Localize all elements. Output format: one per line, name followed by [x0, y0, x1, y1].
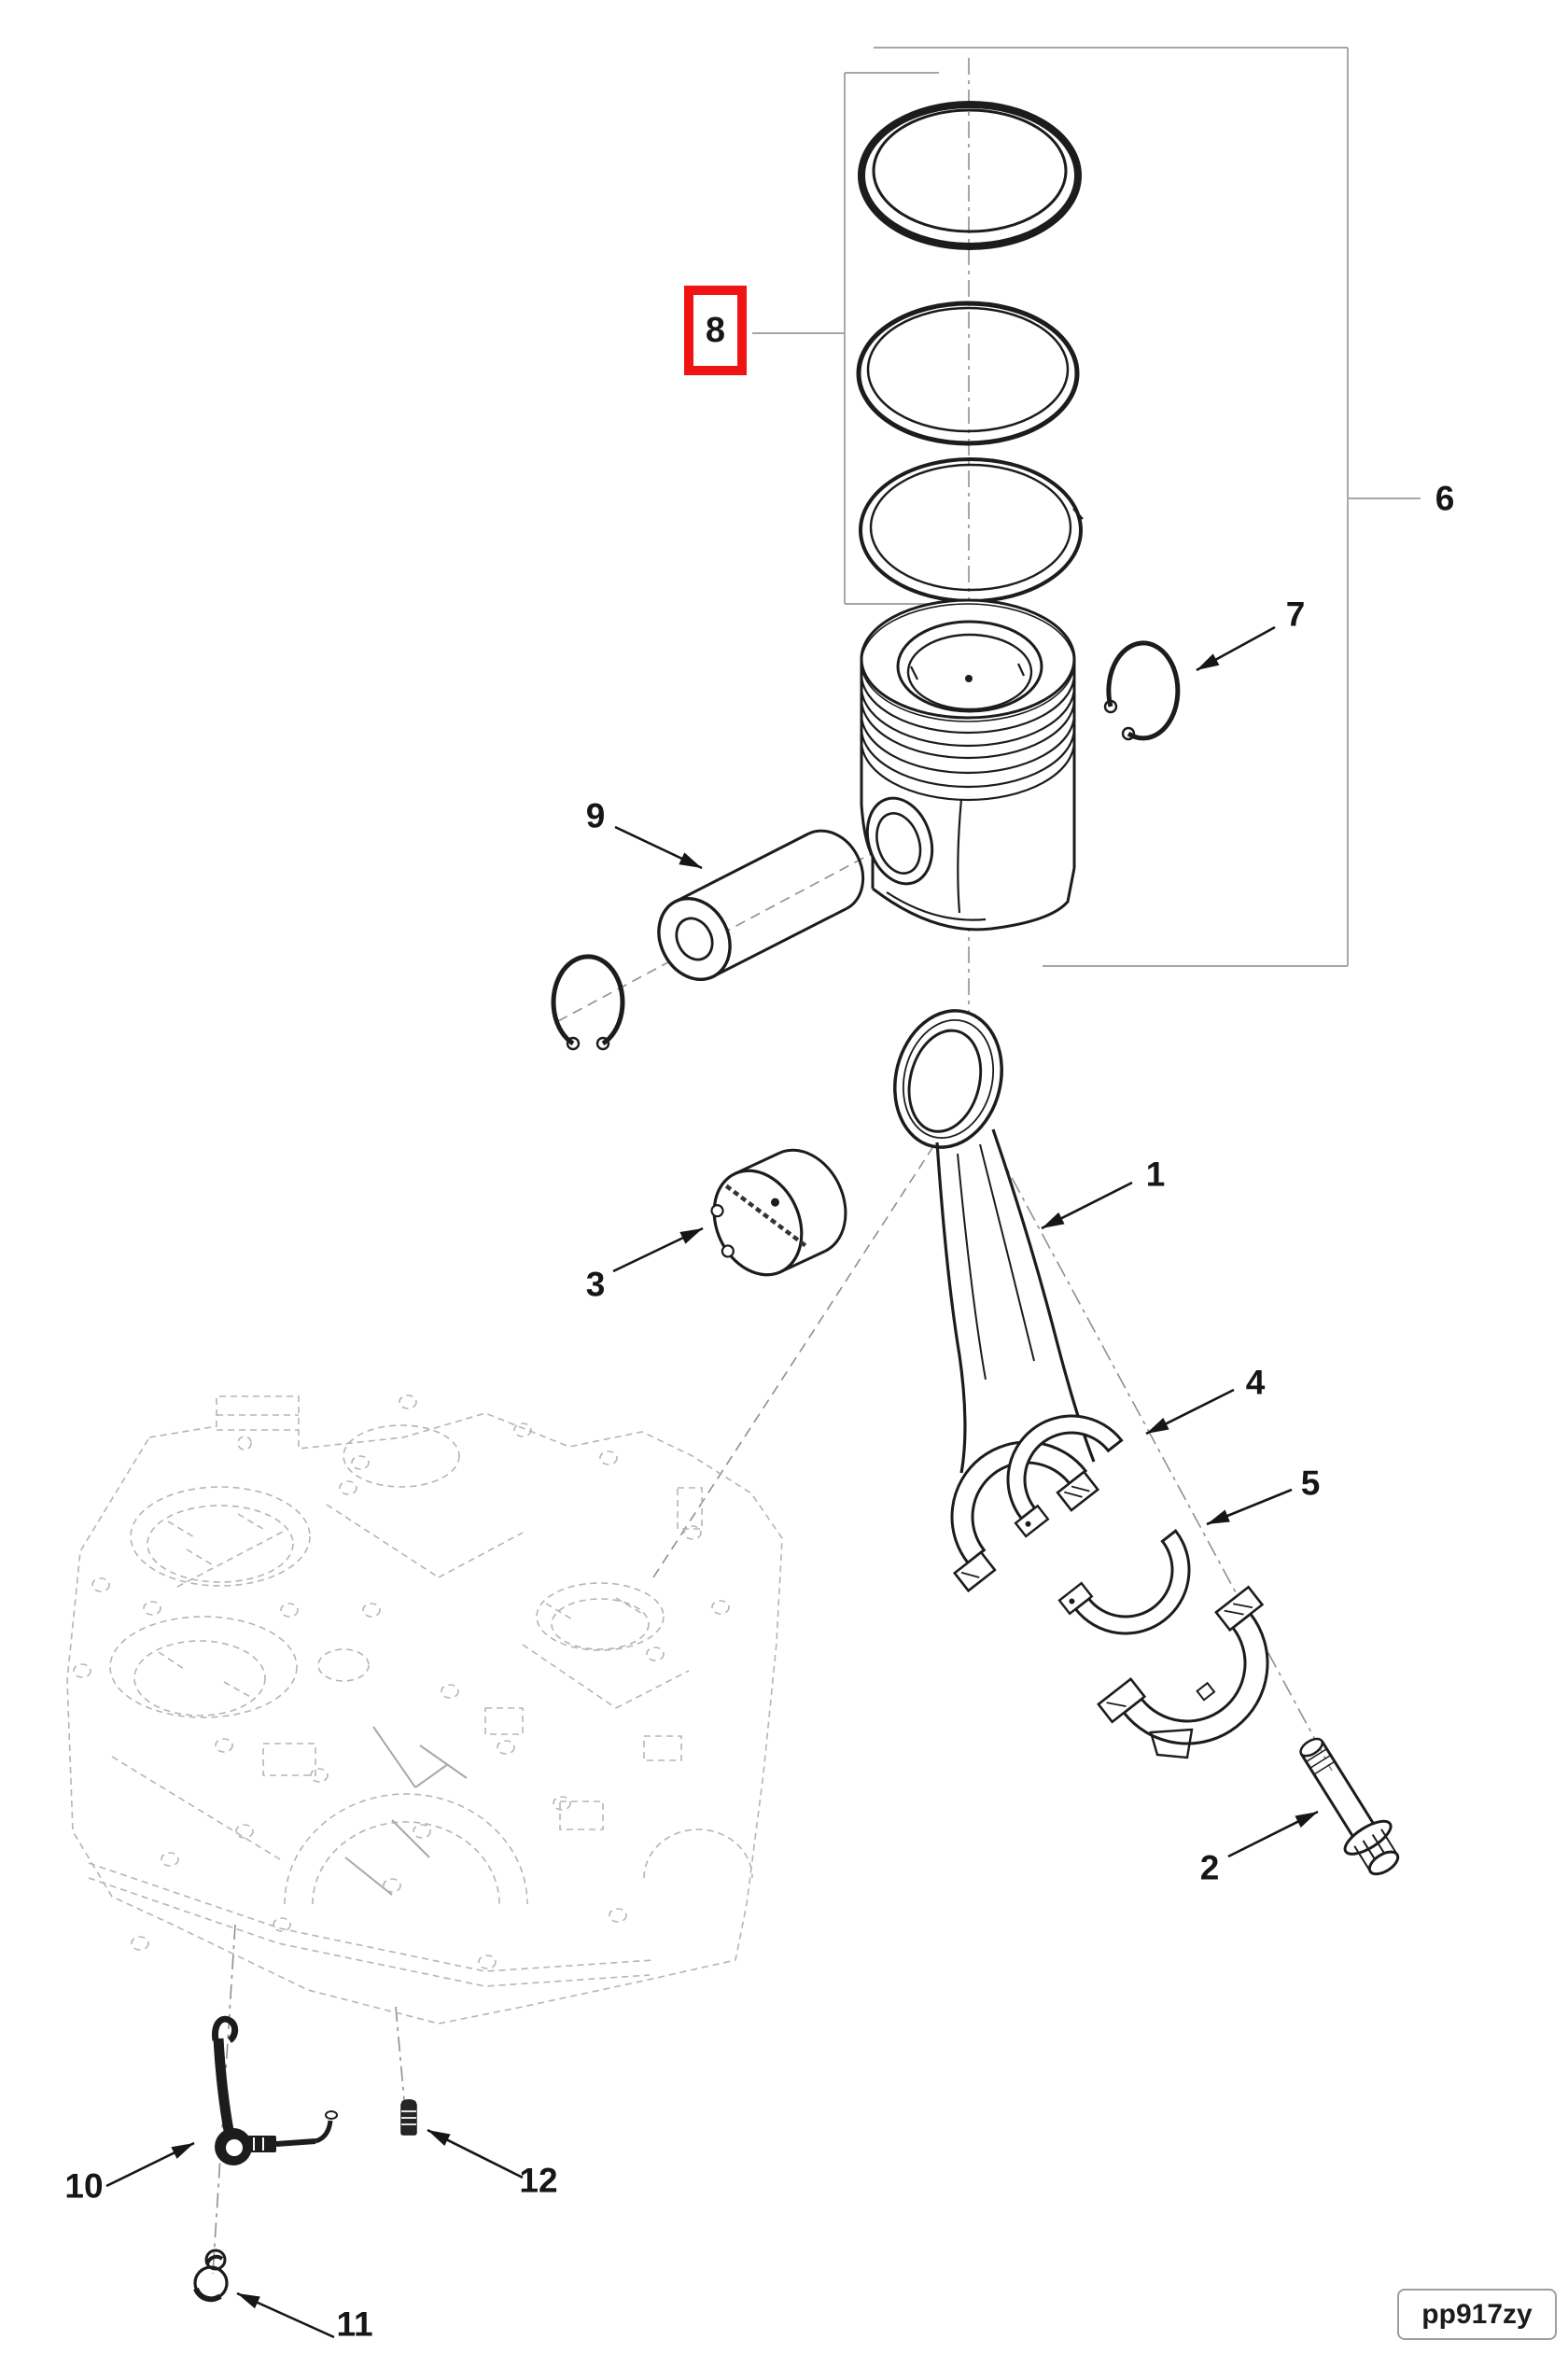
piston-pin: [657, 829, 865, 981]
callout-4[interactable]: 4: [1245, 1363, 1266, 1402]
callout-12[interactable]: 12: [519, 2161, 558, 2200]
callout-3-arrow: [612, 1226, 704, 1273]
callout-1[interactable]: 1: [1145, 1155, 1166, 1194]
top-compression-ring: [858, 101, 1082, 250]
callout-1-arrow: [1041, 1181, 1133, 1230]
callout-10-arrow: [105, 2141, 195, 2188]
retaining-ring-lower: [551, 954, 625, 1051]
connecting-rod: [893, 1009, 1100, 1593]
pin-bore-boss: [865, 796, 934, 886]
callout-6[interactable]: 6: [1435, 479, 1455, 518]
rod-cap-boss: [1149, 1728, 1194, 1759]
callout-2[interactable]: 2: [1199, 1848, 1220, 1887]
callout-12-arrow: [427, 2128, 524, 2179]
callout-5-arrow: [1206, 1488, 1293, 1526]
callout-11[interactable]: 11: [336, 2305, 373, 2344]
retaining-ring-upper: [1103, 640, 1181, 741]
bearing-shell-upper: [1006, 1414, 1124, 1538]
piston: [860, 598, 1076, 932]
oil-control-ring: [859, 457, 1084, 603]
block-front-details: [344, 1726, 468, 1896]
drawing-code-box: pp917zy: [1397, 2289, 1557, 2340]
drawing-code: pp917zy: [1421, 2298, 1533, 2330]
callout-9-arrow: [614, 825, 703, 870]
rod-small-end: [893, 1009, 1003, 1149]
banjo-screw: [193, 2249, 229, 2303]
callout-8[interactable]: 8: [705, 310, 726, 350]
bearing-shell-lower: [1057, 1529, 1191, 1635]
ring-grooves: [860, 673, 1076, 802]
block-bolt-holes: [73, 1394, 730, 1969]
callout-11-arrow: [236, 2291, 335, 2339]
callout-2-arrow: [1227, 1810, 1319, 1858]
callout-5[interactable]: 5: [1300, 1464, 1321, 1503]
callout-arrows: [105, 625, 1319, 2339]
cooling-nozzle: [211, 2015, 338, 2165]
rod-big-end: [950, 1440, 1100, 1593]
pin-bushing: [710, 1148, 847, 1277]
rod-bolt: [1299, 1737, 1400, 1876]
cylinder-block: [66, 1394, 783, 2025]
callout-8-highlight-box[interactable]: 8: [684, 286, 747, 375]
callout-7-arrow: [1196, 625, 1276, 672]
callout-3[interactable]: 3: [585, 1265, 606, 1304]
rod-cap: [1097, 1585, 1269, 1745]
group-brackets: [752, 47, 1421, 967]
callout-9[interactable]: 9: [585, 796, 606, 835]
second-compression-ring: [856, 301, 1080, 446]
callout-7[interactable]: 7: [1285, 595, 1306, 634]
set-screw: [400, 2099, 417, 2136]
piston-ring-set: [856, 101, 1084, 603]
callout-10[interactable]: 10: [64, 2166, 104, 2206]
callout-4-arrow: [1145, 1388, 1235, 1436]
